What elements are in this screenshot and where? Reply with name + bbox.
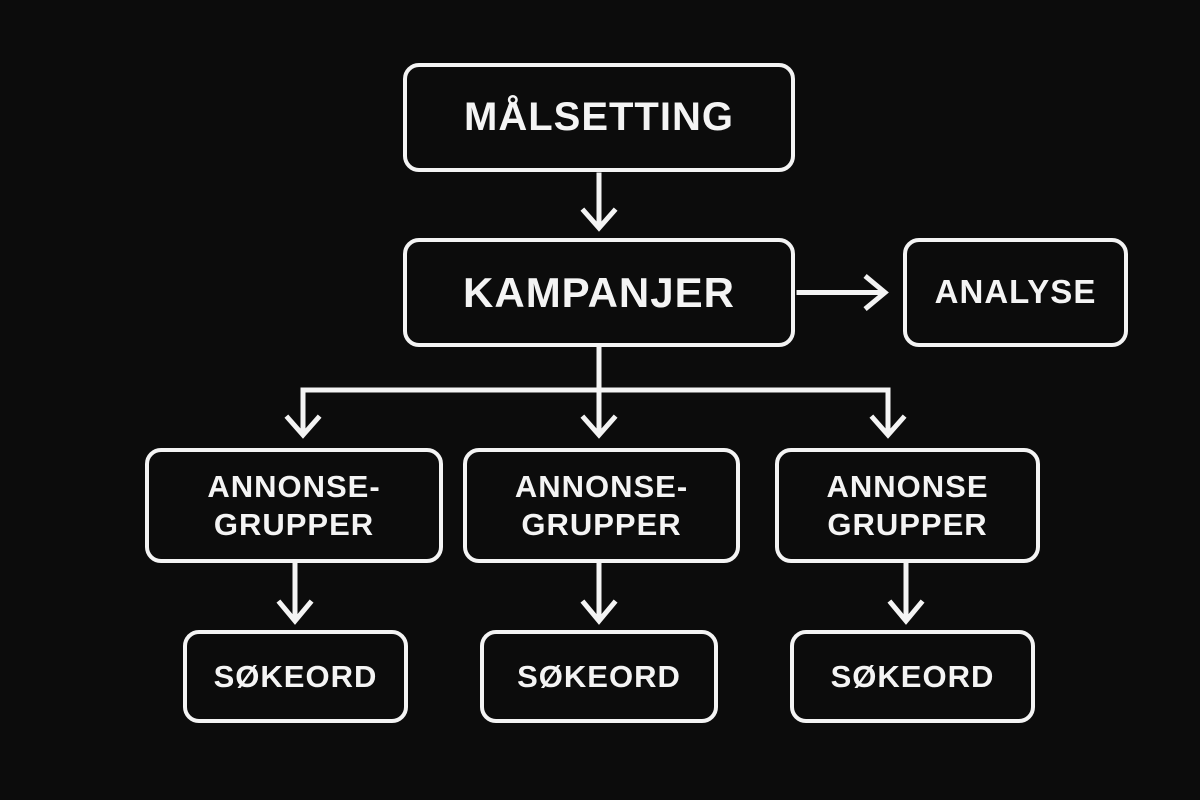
node-kampanjer-label: KAMPANJER xyxy=(463,268,735,316)
node-annonsegrupper-right: ANNONSE GRUPPER xyxy=(775,448,1040,563)
node-annonsegrupper-left-line2: GRUPPER xyxy=(213,506,375,542)
node-sokeord-left-label: SØKEORD xyxy=(213,658,378,694)
node-sokeord-middle: SØKEORD xyxy=(480,630,718,723)
node-sokeord-right-label: SØKEORD xyxy=(830,658,995,694)
node-analyse-label: ANALYSE xyxy=(934,273,1097,311)
node-malsetting: MÅLSETTING xyxy=(403,63,795,172)
node-annonsegrupper-middle-line2: GRUPPER xyxy=(521,506,682,542)
node-kampanjer: KAMPANJER xyxy=(403,238,795,347)
node-malsetting-label: MÅLSETTING xyxy=(464,95,734,140)
arrow-kampanjer-annonsegrupper xyxy=(284,346,907,439)
arrow-malsetting-kampanjer xyxy=(580,172,618,232)
node-annonsegrupper-middle: ANNONSE- GRUPPER xyxy=(463,448,740,563)
arrow-annonsegrupper-sokeord-left xyxy=(276,562,314,625)
arrow-annonsegrupper-sokeord-middle xyxy=(580,562,618,625)
node-annonsegrupper-middle-line1: ANNONSE- xyxy=(514,468,689,504)
node-annonsegrupper-left-line1: ANNONSE- xyxy=(207,468,381,504)
arrow-annonsegrupper-sokeord-right xyxy=(887,562,925,625)
node-analyse: ANALYSE xyxy=(903,238,1128,347)
arrow-kampanjer-analyse xyxy=(796,273,889,312)
node-sokeord-middle-label: SØKEORD xyxy=(517,658,681,694)
node-sokeord-right: SØKEORD xyxy=(790,630,1035,723)
node-annonsegrupper-right-line2: GRUPPER xyxy=(827,506,988,542)
node-annonsegrupper-right-line1: ANNONSE xyxy=(826,468,989,504)
node-annonsegrupper-left: ANNONSE- GRUPPER xyxy=(145,448,443,563)
node-sokeord-left: SØKEORD xyxy=(183,630,408,723)
